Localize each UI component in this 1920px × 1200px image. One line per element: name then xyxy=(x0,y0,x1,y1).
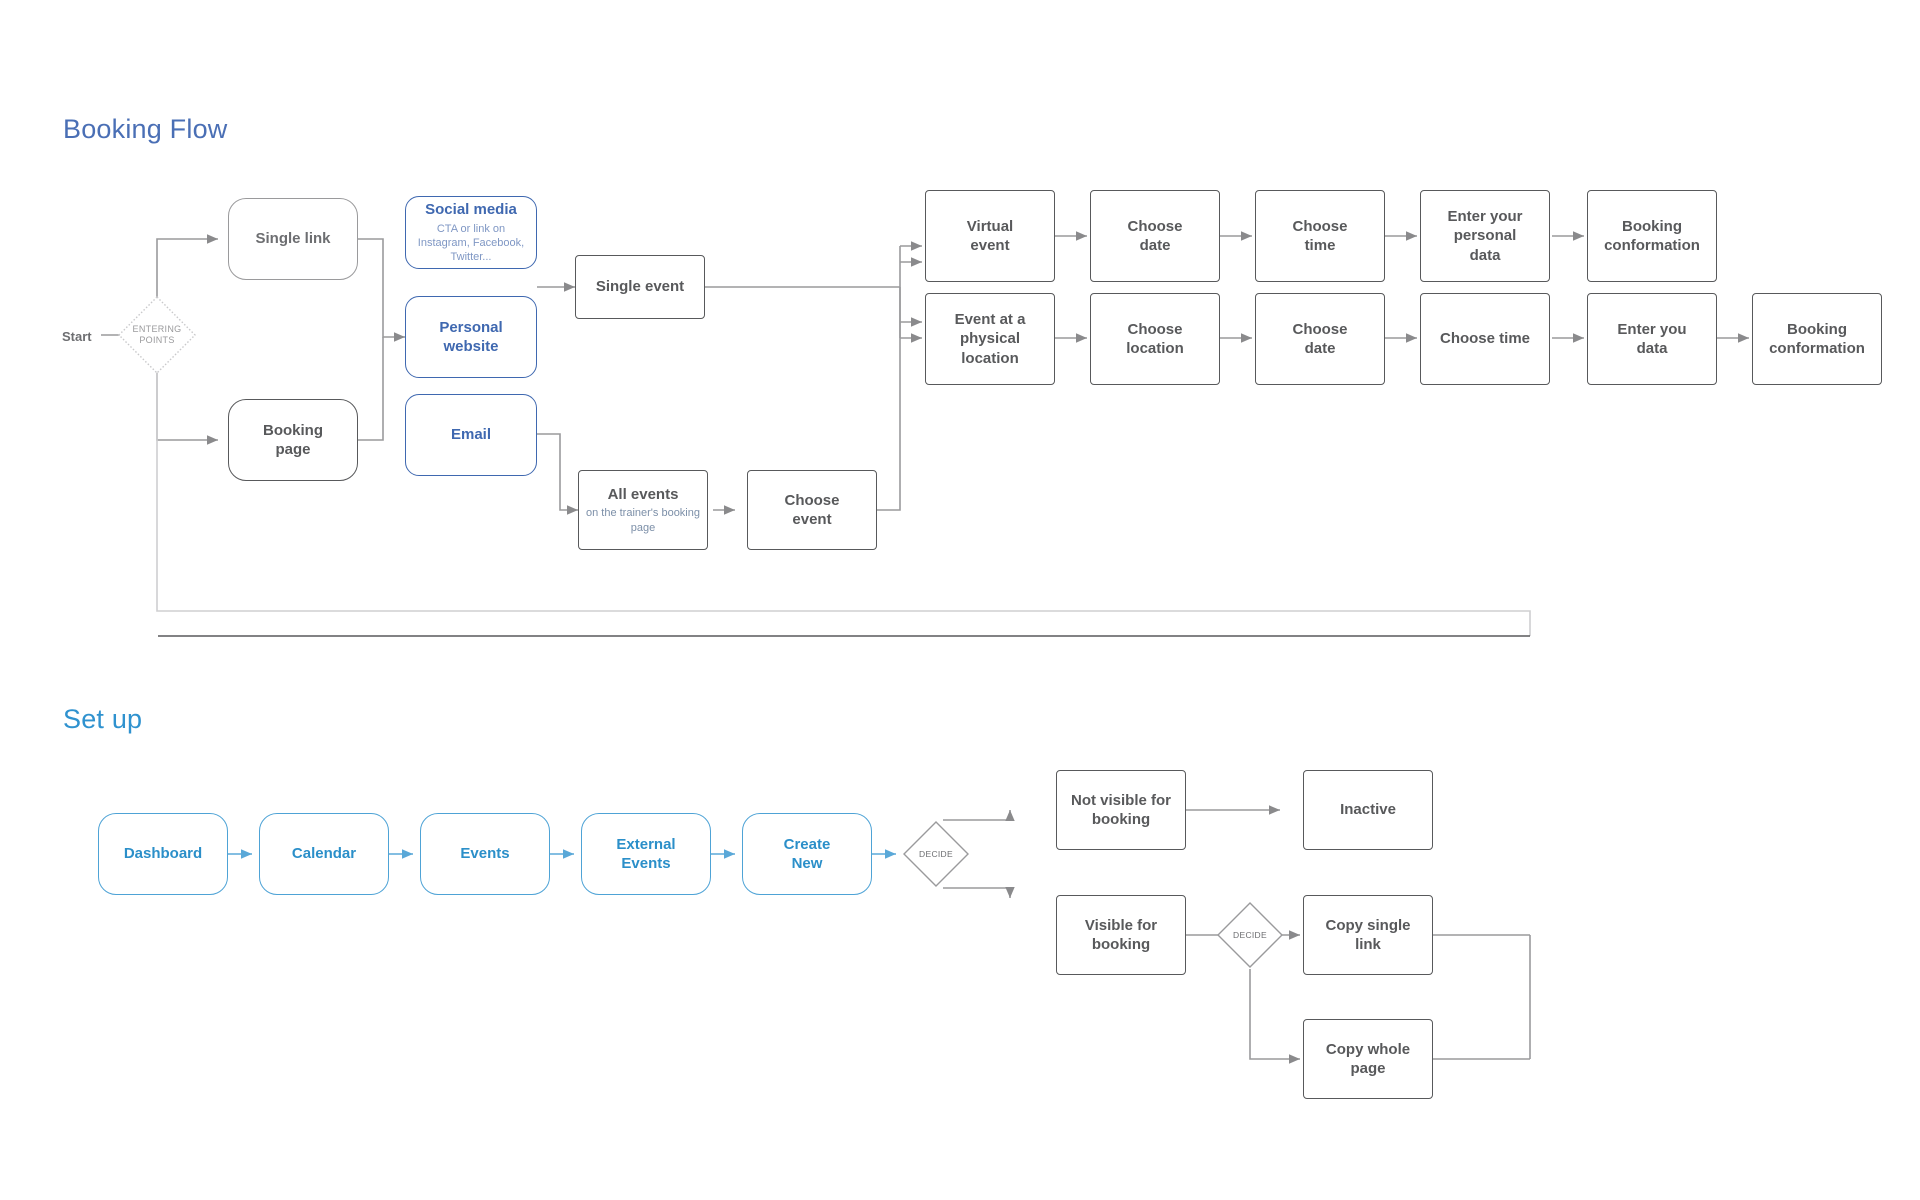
node-title: Create New xyxy=(783,835,831,872)
decide-label: DECIDE xyxy=(919,848,953,859)
node-virtual-enter-personal-data[interactable]: Enter your personal data xyxy=(1420,190,1550,282)
node-subtitle: on the trainer's booking page xyxy=(585,507,700,534)
entering-points-decision[interactable]: ENTERING POINTS xyxy=(117,295,197,375)
node-calendar[interactable]: Calendar xyxy=(259,813,389,895)
decide-visibility-decision[interactable]: DECIDE xyxy=(902,820,970,888)
decide-copy-decision[interactable]: DECIDE xyxy=(1216,901,1284,969)
node-title: Booking conformation xyxy=(1769,320,1865,357)
node-external-events[interactable]: External Events xyxy=(581,813,711,895)
node-personal-website[interactable]: Personal website xyxy=(405,296,537,378)
entering-points-label: ENTERING POINTS xyxy=(132,324,182,345)
node-dashboard[interactable]: Dashboard xyxy=(98,813,228,895)
node-single-link[interactable]: Single link xyxy=(228,198,358,280)
node-physical-choose-location[interactable]: Choose location xyxy=(1090,293,1220,385)
node-physical-booking-conformation[interactable]: Booking conformation xyxy=(1752,293,1882,385)
node-physical-choose-date[interactable]: Choose date xyxy=(1255,293,1385,385)
node-title: Copy single link xyxy=(1325,916,1411,953)
diamond-shape xyxy=(118,296,196,374)
diamond-shape xyxy=(903,821,969,887)
node-title: Event at a physical location xyxy=(954,311,1026,367)
node-copy-whole-page[interactable]: Copy whole page xyxy=(1303,1019,1433,1099)
node-title: External Events xyxy=(616,835,676,872)
node-title: Dashboard xyxy=(123,845,203,863)
start-label: Start xyxy=(62,329,92,344)
node-virtual-choose-date[interactable]: Choose date xyxy=(1090,190,1220,282)
node-title: Enter you data xyxy=(1617,320,1687,357)
node-title: Copy whole page xyxy=(1325,1040,1411,1077)
node-title: Single link xyxy=(255,230,331,248)
node-title: Enter your personal data xyxy=(1447,208,1523,264)
node-title: All events xyxy=(607,486,679,504)
diamond-shape xyxy=(1217,902,1283,968)
node-title: Visible for booking xyxy=(1084,916,1158,953)
node-title: Not visible for booking xyxy=(1070,791,1171,828)
section-title-booking-flow: Booking Flow xyxy=(63,114,228,144)
node-title: Choose time xyxy=(1439,330,1530,348)
decide-label: DECIDE xyxy=(1233,929,1267,940)
node-title: Virtual event xyxy=(966,217,1014,254)
node-all-events[interactable]: All events on the trainer's booking page xyxy=(578,470,708,550)
node-virtual-choose-time[interactable]: Choose time xyxy=(1255,190,1385,282)
node-virtual-event[interactable]: Virtual event xyxy=(925,190,1055,282)
node-title: Choose date xyxy=(1292,320,1348,357)
node-visible-for-booking[interactable]: Visible for booking xyxy=(1056,895,1186,975)
node-events[interactable]: Events xyxy=(420,813,550,895)
node-email[interactable]: Email xyxy=(405,394,537,476)
section-title-set-up: Set up xyxy=(63,704,143,734)
node-title: Single event xyxy=(595,278,685,296)
node-title: Booking page xyxy=(263,421,323,458)
node-title: Choose time xyxy=(1292,217,1348,254)
node-copy-single-link[interactable]: Copy single link xyxy=(1303,895,1433,975)
node-title: Choose location xyxy=(1126,320,1184,357)
node-social-media[interactable]: Social media CTA or link on Instagram, F… xyxy=(405,196,537,269)
node-title: Social media xyxy=(425,201,517,219)
node-title: Events xyxy=(460,845,510,863)
node-title: Choose event xyxy=(784,491,840,528)
node-choose-event[interactable]: Choose event xyxy=(747,470,877,550)
node-booking-page[interactable]: Booking page xyxy=(228,399,358,481)
node-physical-choose-time[interactable]: Choose time xyxy=(1420,293,1550,385)
node-create-new[interactable]: Create New xyxy=(742,813,872,895)
node-subtitle: CTA or link on Instagram, Facebook, Twit… xyxy=(417,222,525,264)
node-title: Personal website xyxy=(439,318,503,355)
node-inactive[interactable]: Inactive xyxy=(1303,770,1433,850)
node-not-visible-for-booking[interactable]: Not visible for booking xyxy=(1056,770,1186,850)
node-single-event[interactable]: Single event xyxy=(575,255,705,319)
node-physical-event[interactable]: Event at a physical location xyxy=(925,293,1055,385)
node-title: Booking conformation xyxy=(1604,217,1700,254)
node-physical-enter-data[interactable]: Enter you data xyxy=(1587,293,1717,385)
node-title: Email xyxy=(450,426,492,444)
node-title: Inactive xyxy=(1340,801,1396,819)
node-title: Calendar xyxy=(291,845,357,863)
node-virtual-booking-conformation[interactable]: Booking conformation xyxy=(1587,190,1717,282)
node-title: Choose date xyxy=(1127,217,1183,254)
